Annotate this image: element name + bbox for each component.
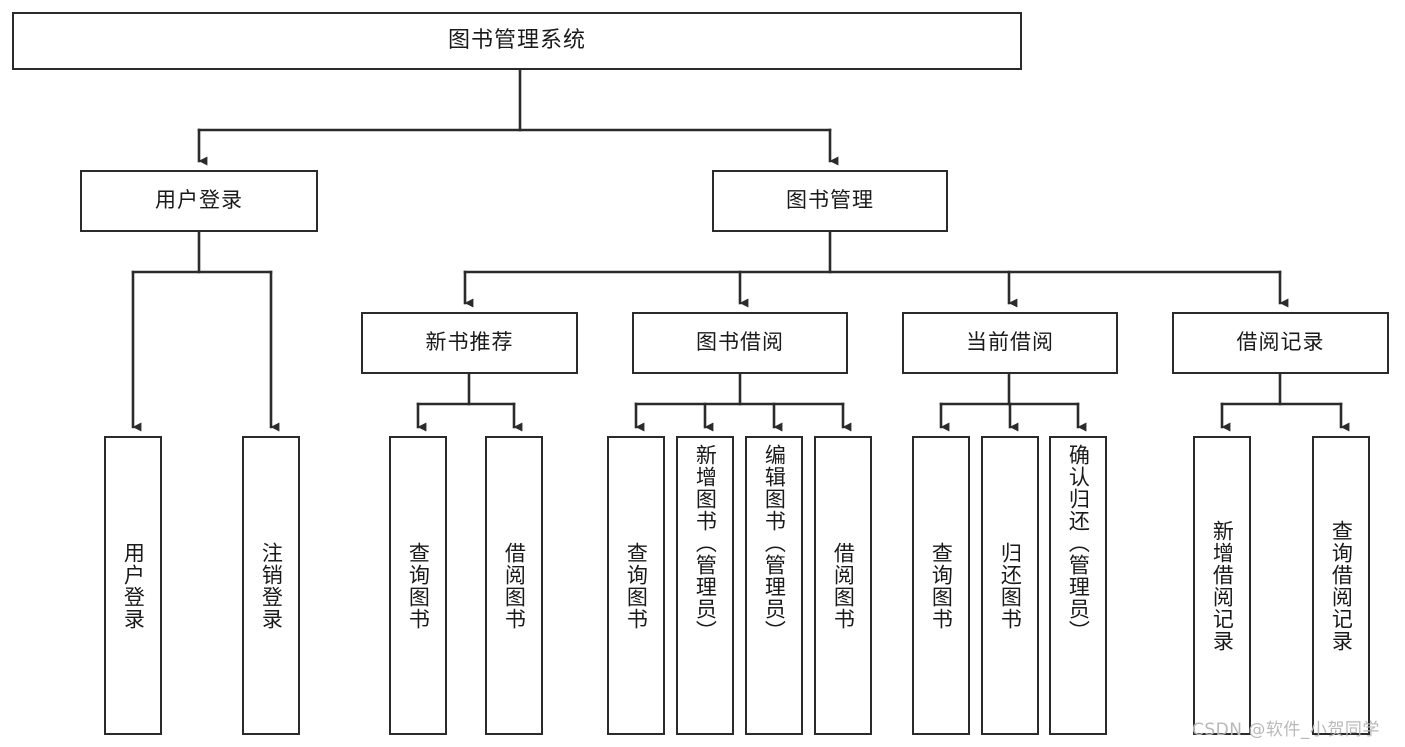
leaf-label: 注销登录 [259, 541, 284, 630]
leaf-borrow-query-book[interactable]: 查询图书 [607, 436, 665, 735]
node-book-borrow-label: 图书借阅 [696, 330, 784, 355]
leaf-label: 查询借阅记录 [1329, 519, 1354, 652]
leaf-label: 归还图书 [998, 541, 1023, 630]
node-root-library-system[interactable]: 图书管理系统 [12, 12, 1022, 70]
leaf-label: 编辑图书（管理员） [762, 444, 787, 642]
node-user-login[interactable]: 用户登录 [80, 170, 318, 232]
leaf-label: 查询图书 [406, 541, 431, 630]
node-book-management[interactable]: 图书管理 [712, 170, 948, 232]
csdn-watermark: CSDN @软件_小贺同学 [1192, 720, 1380, 740]
leaf-label: 新增借阅记录 [1210, 519, 1235, 652]
leaf-record-add-record[interactable]: 新增借阅记录 [1193, 436, 1251, 735]
leaf-label: 用户登录 [121, 541, 146, 630]
node-root-label: 图书管理系统 [447, 27, 586, 53]
leaf-new-book-borrow-book[interactable]: 借阅图书 [485, 436, 543, 735]
leaf-borrow-add-book-admin[interactable]: 新增图书（管理员） [676, 436, 734, 735]
node-book-borrow[interactable]: 图书借阅 [632, 312, 848, 374]
leaf-current-confirm-return-admin[interactable]: 确认归还（管理员） [1049, 436, 1107, 735]
leaf-borrow-edit-book-admin[interactable]: 编辑图书（管理员） [745, 436, 803, 735]
leaf-new-book-query-book[interactable]: 查询图书 [389, 436, 447, 735]
leaf-label: 确认归还（管理员） [1066, 444, 1091, 642]
leaf-label: 查询图书 [929, 541, 954, 630]
node-user-login-label: 用户登录 [155, 188, 243, 213]
leaf-user-login-signout[interactable]: 注销登录 [242, 436, 300, 735]
node-current-borrow-label: 当前借阅 [966, 330, 1054, 355]
leaf-user-login-signin[interactable]: 用户登录 [104, 436, 162, 735]
node-current-borrow[interactable]: 当前借阅 [902, 312, 1118, 374]
leaf-label: 新增图书（管理员） [693, 444, 718, 642]
node-borrow-record-label: 借阅记录 [1236, 330, 1325, 355]
leaf-label: 查询图书 [624, 541, 649, 630]
leaf-borrow-borrow-book[interactable]: 借阅图书 [814, 436, 872, 735]
leaf-label: 借阅图书 [831, 541, 856, 630]
node-new-book-recommend[interactable]: 新书推荐 [361, 312, 578, 374]
leaf-current-query-book[interactable]: 查询图书 [912, 436, 970, 735]
leaf-label: 借阅图书 [502, 541, 527, 630]
node-book-management-label: 图书管理 [786, 188, 874, 213]
node-borrow-record[interactable]: 借阅记录 [1172, 312, 1389, 374]
leaf-record-query-record[interactable]: 查询借阅记录 [1312, 436, 1370, 735]
node-new-book-recommend-label: 新书推荐 [425, 330, 514, 355]
leaf-current-return-book[interactable]: 归还图书 [981, 436, 1039, 735]
